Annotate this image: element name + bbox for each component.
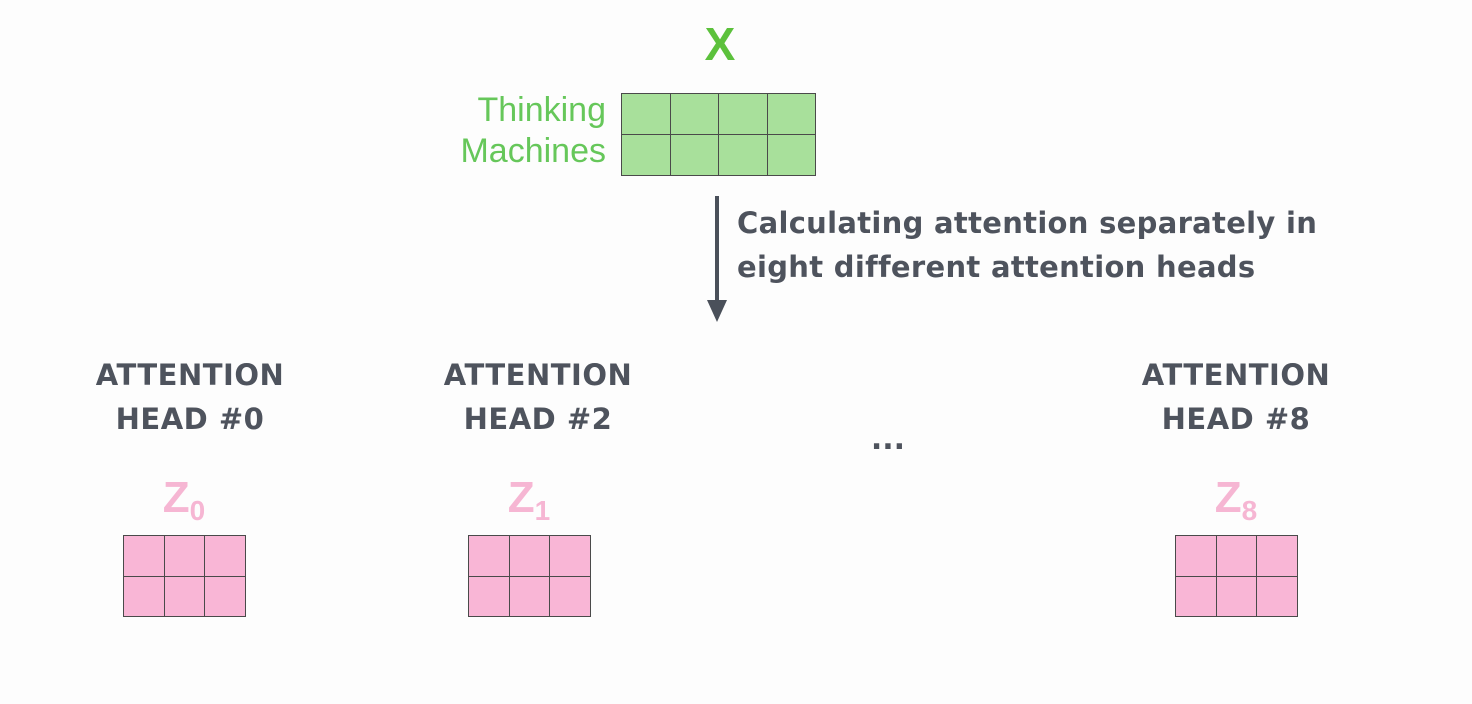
matrix-cell: [767, 135, 816, 176]
head-1-output-label: Z1: [507, 473, 551, 526]
head-2-title-line-2: HEAD #8: [1161, 402, 1311, 436]
head-1-output-matrix: [468, 535, 591, 617]
subscript: 8: [1241, 495, 1258, 526]
input-matrix-label: X: [704, 18, 736, 70]
matrix-cell: [469, 576, 510, 617]
matrix-cell: [1257, 536, 1298, 577]
matrix-cell: [124, 576, 165, 617]
subscript: 0: [189, 495, 206, 526]
head-2-title-line-1: ATTENTION: [1141, 358, 1331, 392]
matrix-cell: [719, 94, 768, 135]
matrix-cell: [622, 135, 671, 176]
subscript: 1: [534, 495, 551, 526]
matrix-cell: [670, 135, 719, 176]
matrix-cell: [205, 576, 246, 617]
head-0-output-label: Z0: [162, 473, 206, 526]
arrow-caption-line-2: eight different attention heads: [737, 250, 1256, 284]
input-word-thinking: Thinking: [477, 91, 606, 129]
matrix-cell: [550, 536, 591, 577]
matrix-cell: [670, 94, 719, 135]
head-0-output-matrix: [123, 535, 246, 617]
matrix-cell: [1176, 536, 1217, 577]
input-matrix-x: [621, 93, 816, 176]
down-arrow-icon: [707, 300, 727, 322]
arrow-caption-line-1: Calculating attention separately in: [737, 206, 1318, 240]
matrix-cell: [1257, 576, 1298, 617]
matrix-cell: [164, 576, 206, 617]
matrix-cell: [767, 94, 816, 135]
matrix-cell: [469, 536, 510, 577]
input-word-machines: Machines: [460, 132, 606, 170]
matrix-cell: [509, 536, 551, 577]
matrix-cell: [1176, 576, 1217, 617]
matrix-cell: [205, 536, 246, 577]
matrix-cell: [719, 135, 768, 176]
head-2-output-matrix: [1175, 535, 1298, 617]
head-2-output-label: Z8: [1214, 473, 1258, 526]
matrix-cell: [1216, 536, 1258, 577]
head-0-title-line-2: HEAD #0: [115, 402, 265, 436]
matrix-cell: [622, 94, 671, 135]
matrix-cell: [164, 536, 206, 577]
matrix-cell: [124, 536, 165, 577]
head-1-title-line-2: HEAD #2: [463, 402, 613, 436]
head-1-title-line-1: ATTENTION: [443, 358, 633, 392]
matrix-cell: [1216, 576, 1258, 617]
down-arrow-shaft: [715, 196, 719, 304]
ellipsis: ...: [870, 422, 906, 457]
head-0-title-line-1: ATTENTION: [95, 358, 285, 392]
matrix-cell: [509, 576, 551, 617]
matrix-cell: [550, 576, 591, 617]
